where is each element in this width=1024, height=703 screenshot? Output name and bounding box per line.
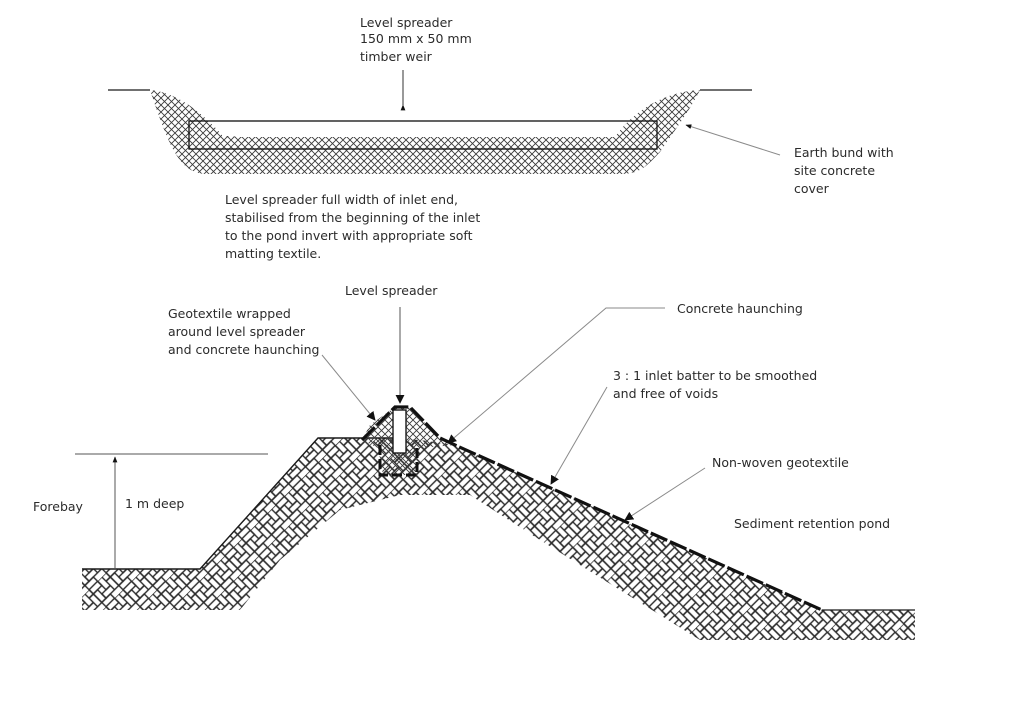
plan-note: Level spreader full width of inlet end, … — [225, 192, 484, 261]
depth-label: 1 m deep — [125, 496, 184, 511]
weir-label: Level spreader 150 mm x 50 mm timber wei… — [360, 15, 476, 64]
ground-embankment — [82, 438, 915, 640]
haunching-label: Concrete haunching — [677, 301, 803, 316]
batter-leader — [550, 386, 608, 485]
geotextile-wrap — [360, 405, 823, 612]
haunching-leader — [447, 307, 665, 444]
profile-line-left — [82, 437, 395, 570]
pond-label: Sediment retention pond — [734, 516, 890, 531]
forebay-label: Forebay — [33, 499, 84, 514]
concrete-haunching — [362, 407, 455, 475]
section-view: Forebay 1 m deep Level spreader Geotexti… — [33, 283, 915, 640]
batter-label: 3 : 1 inlet batter to be smoothed and fr… — [613, 368, 821, 401]
level-spreader-label: Level spreader — [345, 283, 438, 298]
bund-label: Earth bund with site concrete cover — [794, 145, 898, 196]
bund-leader-arrow — [685, 124, 781, 156]
nonwoven-label: Non-woven geotextile — [712, 455, 849, 470]
geotextile-wrap-label: Geotextile wrapped around level spreader… — [168, 306, 319, 357]
geotextile-box — [378, 445, 419, 477]
geotextile-wrap-leader — [321, 354, 376, 421]
level-spreader — [392, 409, 407, 454]
plan-view: Level spreader 150 mm x 50 mm timber wei… — [108, 15, 898, 261]
nonwoven-leader — [624, 467, 706, 521]
earth-bund-channel — [150, 90, 700, 174]
weir-top-gap — [222, 122, 615, 136]
